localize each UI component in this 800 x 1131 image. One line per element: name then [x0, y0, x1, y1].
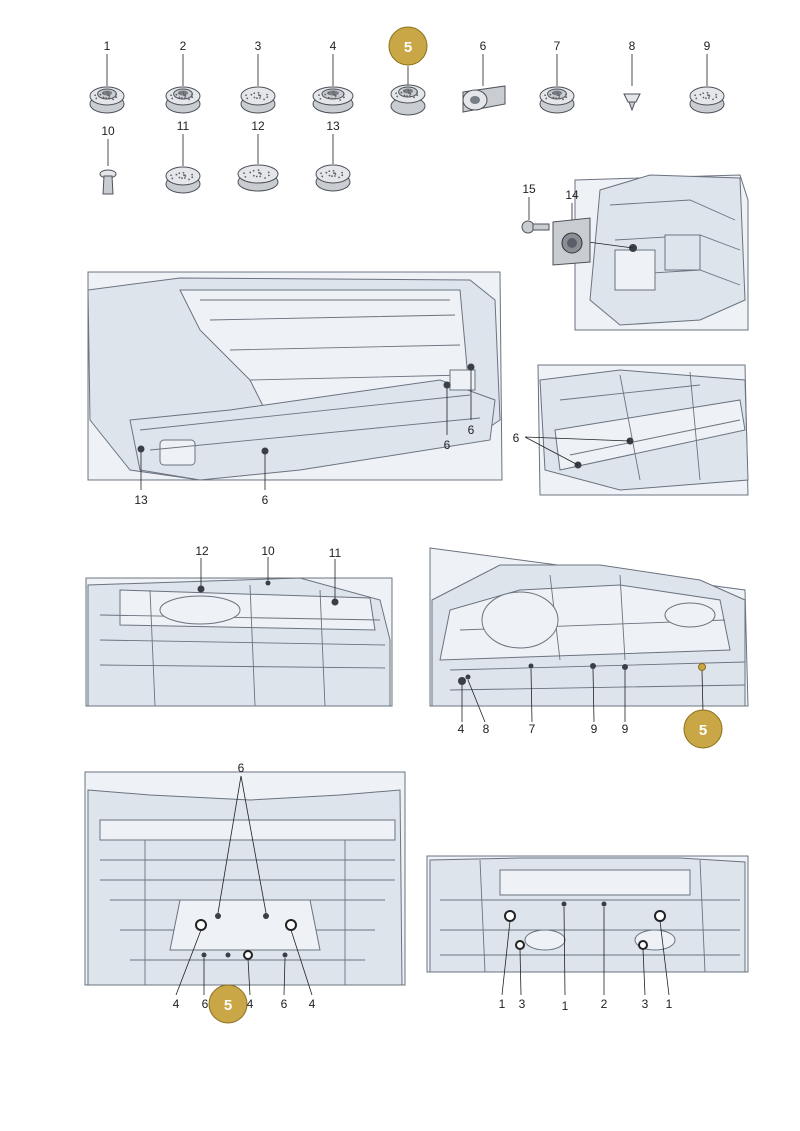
label-1-front-b: 1	[562, 999, 569, 1013]
part-6: 6	[462, 39, 506, 113]
label-12: 12	[195, 544, 209, 558]
label-4-front: 4	[458, 722, 465, 736]
label-4-under-c: 4	[309, 997, 316, 1011]
label-6-b: 6	[468, 423, 475, 437]
svg-text:12: 12	[251, 119, 265, 133]
part-13: 13	[315, 119, 351, 192]
label-1-front-a: 1	[499, 997, 506, 1011]
part-11: 11	[165, 119, 201, 194]
label-4-under-b: 4	[247, 997, 254, 1011]
rear-panel-view: 12 10 11	[85, 544, 393, 707]
label-8-front: 8	[483, 722, 490, 736]
label-6-c: 6	[262, 493, 269, 507]
part-5: 5	[388, 26, 428, 116]
svg-text:2: 2	[180, 39, 187, 53]
underbody-rear-view: 6 4 6 4 6 4 5	[84, 761, 406, 1024]
svg-text:7: 7	[554, 39, 561, 53]
label-9-front-b: 9	[622, 722, 629, 736]
svg-text:11: 11	[177, 119, 190, 133]
label-10: 10	[261, 544, 275, 558]
label-9-front-a: 9	[591, 722, 598, 736]
svg-text:13: 13	[326, 119, 340, 133]
part-8: 8	[623, 39, 641, 112]
sill-detail-view: 6	[513, 364, 749, 496]
label-13: 13	[134, 493, 148, 507]
svg-text:3: 3	[255, 39, 262, 53]
label-6-a: 6	[444, 438, 451, 452]
svg-text:10: 10	[101, 124, 115, 138]
part-4: 4	[312, 39, 354, 114]
svg-text:5: 5	[699, 722, 707, 739]
label-3-front-b: 3	[642, 997, 649, 1011]
label-4-under-a: 4	[173, 997, 180, 1011]
svg-text:9: 9	[704, 39, 711, 53]
svg-text:5: 5	[224, 997, 232, 1014]
svg-text:6: 6	[480, 39, 487, 53]
front-bulkhead-view: 4 8 7 9 9 5	[429, 547, 749, 749]
label-11: 11	[329, 546, 342, 560]
label-3-front-a: 3	[519, 997, 526, 1011]
part-12: 12	[237, 119, 279, 192]
svg-text:8: 8	[629, 39, 636, 53]
part-3: 3	[240, 39, 276, 114]
svg-text:1: 1	[104, 39, 111, 53]
svg-text:5: 5	[404, 39, 412, 56]
part-7: 7	[539, 39, 575, 114]
badge-5-front: 5	[683, 709, 723, 749]
label-6-sill: 6	[513, 431, 520, 445]
label-15: 15	[522, 182, 536, 196]
label-6-under-top: 6	[238, 761, 245, 775]
badge-5-under: 5	[208, 984, 248, 1024]
label-6-under-b: 6	[281, 997, 288, 1011]
part-9: 9	[689, 39, 725, 114]
label-7-front: 7	[529, 722, 536, 736]
svg-text:4: 4	[330, 39, 337, 53]
underbody-front-view: 1 3 1 2 3 1	[426, 855, 749, 1013]
part-1: 1	[89, 39, 125, 114]
part-10: 10	[99, 124, 117, 195]
bracket-view: 15 14	[521, 174, 749, 331]
rear-boot-view: 6 6 6 13	[87, 271, 503, 507]
label-1-front-c: 1	[666, 997, 673, 1011]
label-6-under-a: 6	[202, 997, 209, 1011]
label-2-front: 2	[601, 997, 608, 1011]
label-14: 14	[565, 188, 579, 202]
part-2: 2	[165, 39, 201, 114]
